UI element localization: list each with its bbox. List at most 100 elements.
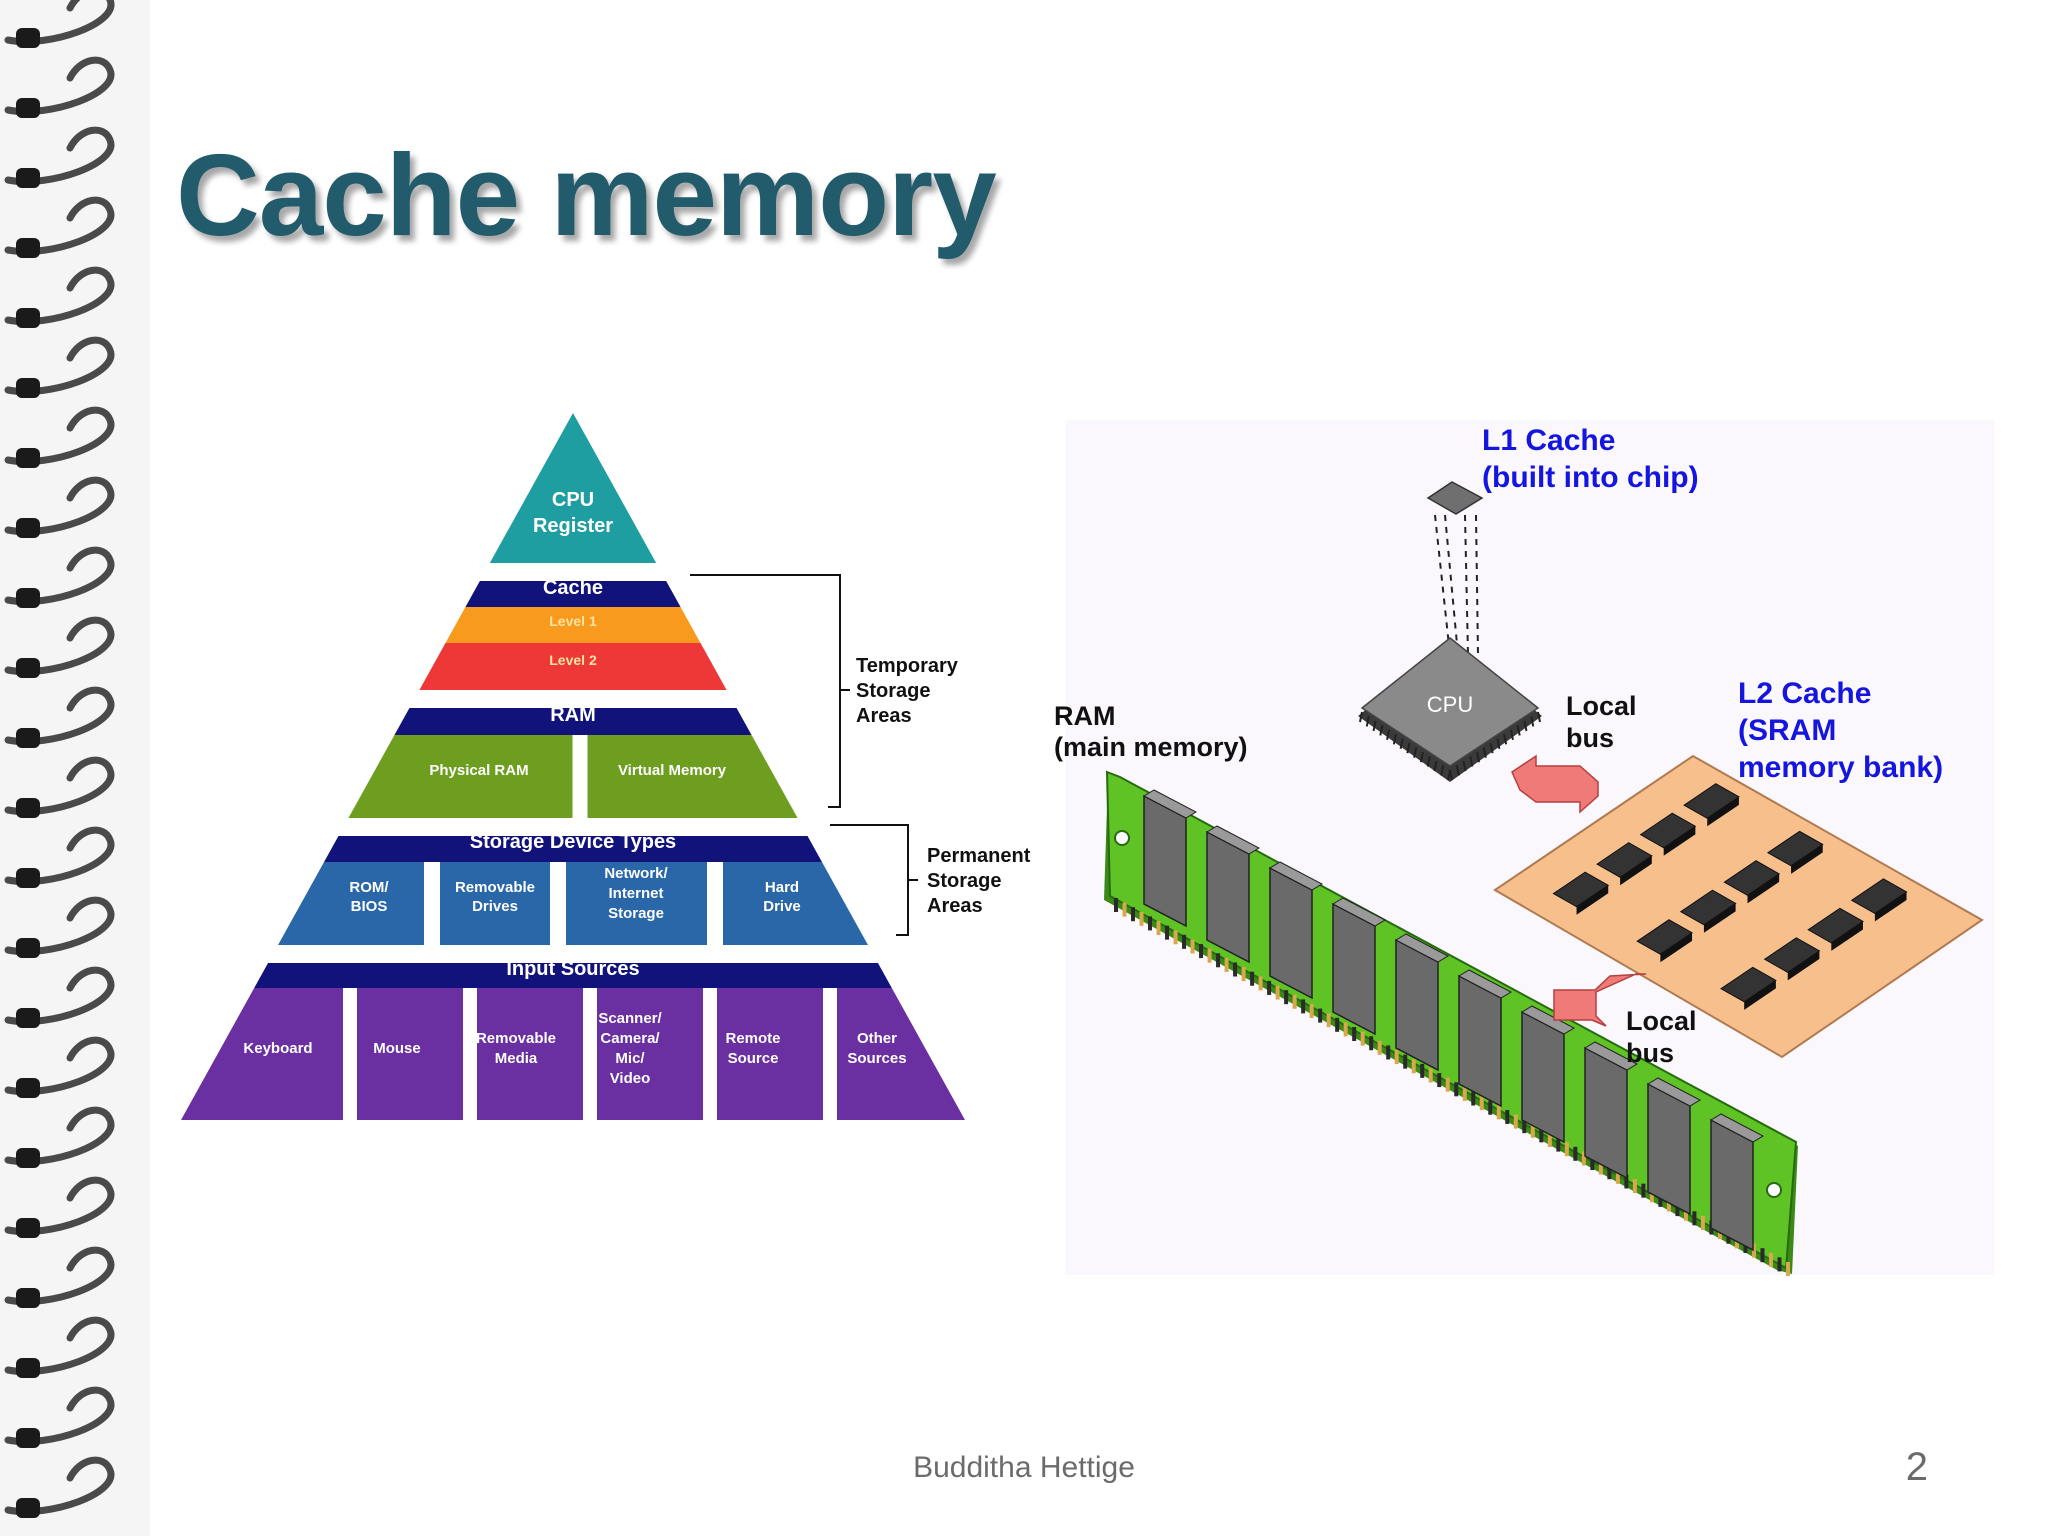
permanent-storage-label: Areas <box>927 895 983 917</box>
ram-contact <box>1386 1045 1391 1060</box>
ram-contact <box>1411 1059 1416 1074</box>
binding-hole <box>16 238 40 258</box>
cpu-chip <box>1358 637 1542 782</box>
chip-pin <box>1469 756 1474 767</box>
cache-level-2: Level 2 <box>549 652 597 668</box>
ram-contact <box>1751 1243 1756 1258</box>
cache-level-1-band <box>445 607 701 643</box>
ram-contact <box>1564 1142 1569 1157</box>
ram-contact <box>1607 1165 1612 1180</box>
ram-contact <box>1488 1100 1493 1115</box>
hard-drive-label: Hard <box>765 879 799 896</box>
tier-separator <box>424 862 440 945</box>
cache-hardware-illustration: L1 Cache (built into chip) CPU Local bus… <box>1054 420 1995 1276</box>
binding-hole <box>16 1288 40 1308</box>
binding-ring <box>4 56 115 115</box>
page-number: 2 <box>1905 1445 1928 1489</box>
ram-contact <box>1454 1082 1459 1097</box>
ram-contact <box>1786 1262 1790 1276</box>
hard-drive-label: Drive <box>763 898 801 915</box>
ram-contact <box>1496 1105 1501 1120</box>
ram-contact <box>1513 1114 1518 1129</box>
ram-contact <box>1505 1109 1510 1124</box>
ram-contact <box>1641 1183 1646 1198</box>
ram-contact <box>1275 985 1280 1000</box>
ram-contact <box>1666 1197 1671 1212</box>
binding-ring <box>4 0 115 45</box>
remote-source-label: Remote <box>725 1030 780 1047</box>
scanner-label: Video <box>610 1070 651 1087</box>
ram-contact <box>1343 1022 1348 1037</box>
storage-header: Storage Device Types <box>470 831 676 853</box>
ram-contact <box>1199 944 1204 959</box>
binding-ring <box>4 196 115 255</box>
l2-cache-label: (SRAM <box>1738 714 1836 747</box>
binding-hole <box>16 1498 40 1518</box>
ram-contact <box>1173 930 1178 945</box>
sram-chip <box>1596 842 1653 878</box>
other-sources-label: Sources <box>847 1050 906 1067</box>
ram-contact <box>1131 907 1136 922</box>
binding-hole <box>16 1008 40 1028</box>
cpu-register-label: CPU <box>552 489 594 511</box>
ram-contact <box>1148 916 1153 931</box>
l1-cache-label: L1 Cache <box>1482 424 1615 457</box>
chip-pin <box>1496 738 1501 749</box>
tier-separator <box>463 988 477 1120</box>
binding-ring <box>4 966 115 1025</box>
chip-pin <box>1372 720 1377 732</box>
ram-contact <box>1649 1188 1654 1203</box>
removable-media-label: Media <box>495 1050 538 1067</box>
chip-pin <box>1537 711 1541 723</box>
chip-pin <box>1399 738 1404 749</box>
tier-separator <box>703 988 717 1120</box>
ram-header: RAM <box>550 704 596 726</box>
tier-separator <box>343 988 357 1120</box>
ram-contact <box>1241 967 1246 982</box>
ram-contact <box>1624 1174 1629 1189</box>
chip-pin <box>1509 729 1514 741</box>
chip-pin <box>1406 743 1411 754</box>
ram-contact <box>1309 1003 1314 1018</box>
chip-pin <box>1516 725 1521 736</box>
ram-contact <box>1632 1179 1637 1194</box>
removable-drives-label: Drives <box>472 898 518 915</box>
ram-chip <box>1332 902 1376 1036</box>
binding-hole <box>16 728 40 748</box>
ram-chip <box>1521 1010 1565 1144</box>
chip-pin <box>1386 729 1391 741</box>
binding-hole <box>16 378 40 398</box>
chip-pin <box>1455 765 1460 776</box>
ram-contact <box>1428 1068 1433 1083</box>
ram-contact <box>1547 1132 1552 1147</box>
sram-chip <box>1636 919 1693 955</box>
cache-level-1: Level 1 <box>549 613 597 629</box>
chip-pin <box>1413 747 1418 758</box>
binding-ring <box>4 896 115 955</box>
ram-contact <box>1258 976 1263 991</box>
binding-ring <box>4 476 115 535</box>
cache-header-band <box>465 581 681 607</box>
chip-pin <box>1419 751 1424 763</box>
rom-bios-label: BIOS <box>351 898 388 915</box>
cpu-register-label: Register <box>533 515 613 537</box>
ram-contact <box>1369 1036 1374 1051</box>
binding-hole <box>16 798 40 818</box>
ram-contact <box>1360 1031 1365 1046</box>
ram-chip <box>1458 974 1502 1108</box>
binding-ring <box>4 686 115 745</box>
permanent-storage-label: Permanent <box>927 845 1031 867</box>
input-band <box>181 988 965 1120</box>
ram-contact <box>1768 1252 1773 1267</box>
ram-contact <box>1139 911 1144 926</box>
network-storage-label: Network/ <box>604 865 668 882</box>
cache-level-2-band <box>419 643 727 690</box>
spiral-binding <box>0 0 150 1536</box>
binding-ring <box>4 336 115 395</box>
rom-bios-label: ROM/ <box>349 879 389 896</box>
ram-contact <box>1692 1211 1697 1226</box>
l1-cache-label: (built into chip) <box>1482 461 1699 494</box>
sram-chip <box>1723 860 1781 896</box>
chip-pin <box>1440 765 1445 776</box>
ram-module <box>1104 770 1798 1276</box>
